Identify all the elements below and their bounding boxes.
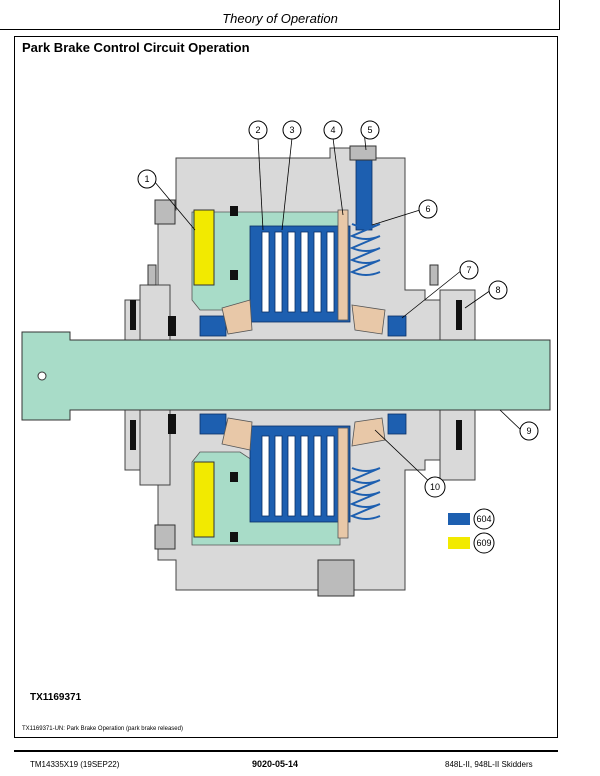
svg-text:8: 8 [495,285,500,295]
svg-text:10: 10 [430,482,440,492]
callout-1: 1 [137,169,157,189]
legend-604: 604 [448,508,495,530]
svg-text:609: 609 [476,538,491,548]
page-header: Theory of Operation [0,0,560,30]
yellow-piston [193,209,215,538]
callout-2: 2 [248,120,268,140]
footer-doc-id: TM14335X19 (19SEP22) [30,760,120,769]
footer-page-number: 9020-05-14 [252,759,299,769]
svg-text:4: 4 [330,125,335,135]
legend-swatch-609 [448,537,470,549]
callout-8: 8 [488,280,508,300]
piston-plate [221,209,386,539]
fittings [147,145,439,597]
svg-text:7: 7 [466,265,471,275]
footer-model: 848L-II, 948L-II Skidders [445,760,533,769]
figure-frame [14,36,558,738]
callout-10: 10 [424,476,446,498]
shaft-hole [37,371,47,381]
callout-7: 7 [459,260,479,280]
callout-4: 4 [323,120,343,140]
friction-discs [261,231,335,517]
callout-6: 6 [418,199,438,219]
svg-text:5: 5 [367,125,372,135]
springs [349,223,381,520]
callout-5: 5 [360,120,380,140]
svg-text:3: 3 [289,125,294,135]
seals [130,206,462,542]
callout-9: 9 [519,421,539,441]
callout-3: 3 [282,120,302,140]
section-title: Park Brake Control Circuit Operation [22,40,250,55]
svg-text:6: 6 [425,204,430,214]
legend-swatch-604 [448,513,470,525]
shaft [21,331,551,421]
legend-609: 609 [448,532,495,554]
svg-text:2: 2 [255,125,260,135]
header-rule [0,29,560,30]
figure-id: TX1169371 [30,692,82,703]
figure-caption: TX1169371-UN: Park Brake Operation (park… [22,726,183,732]
svg-text:604: 604 [476,514,491,524]
footer-rule [14,750,558,752]
svg-text:9: 9 [526,426,531,436]
header-title: Theory of Operation [222,11,338,26]
svg-text:1: 1 [144,174,149,184]
leader-lines [153,130,523,488]
